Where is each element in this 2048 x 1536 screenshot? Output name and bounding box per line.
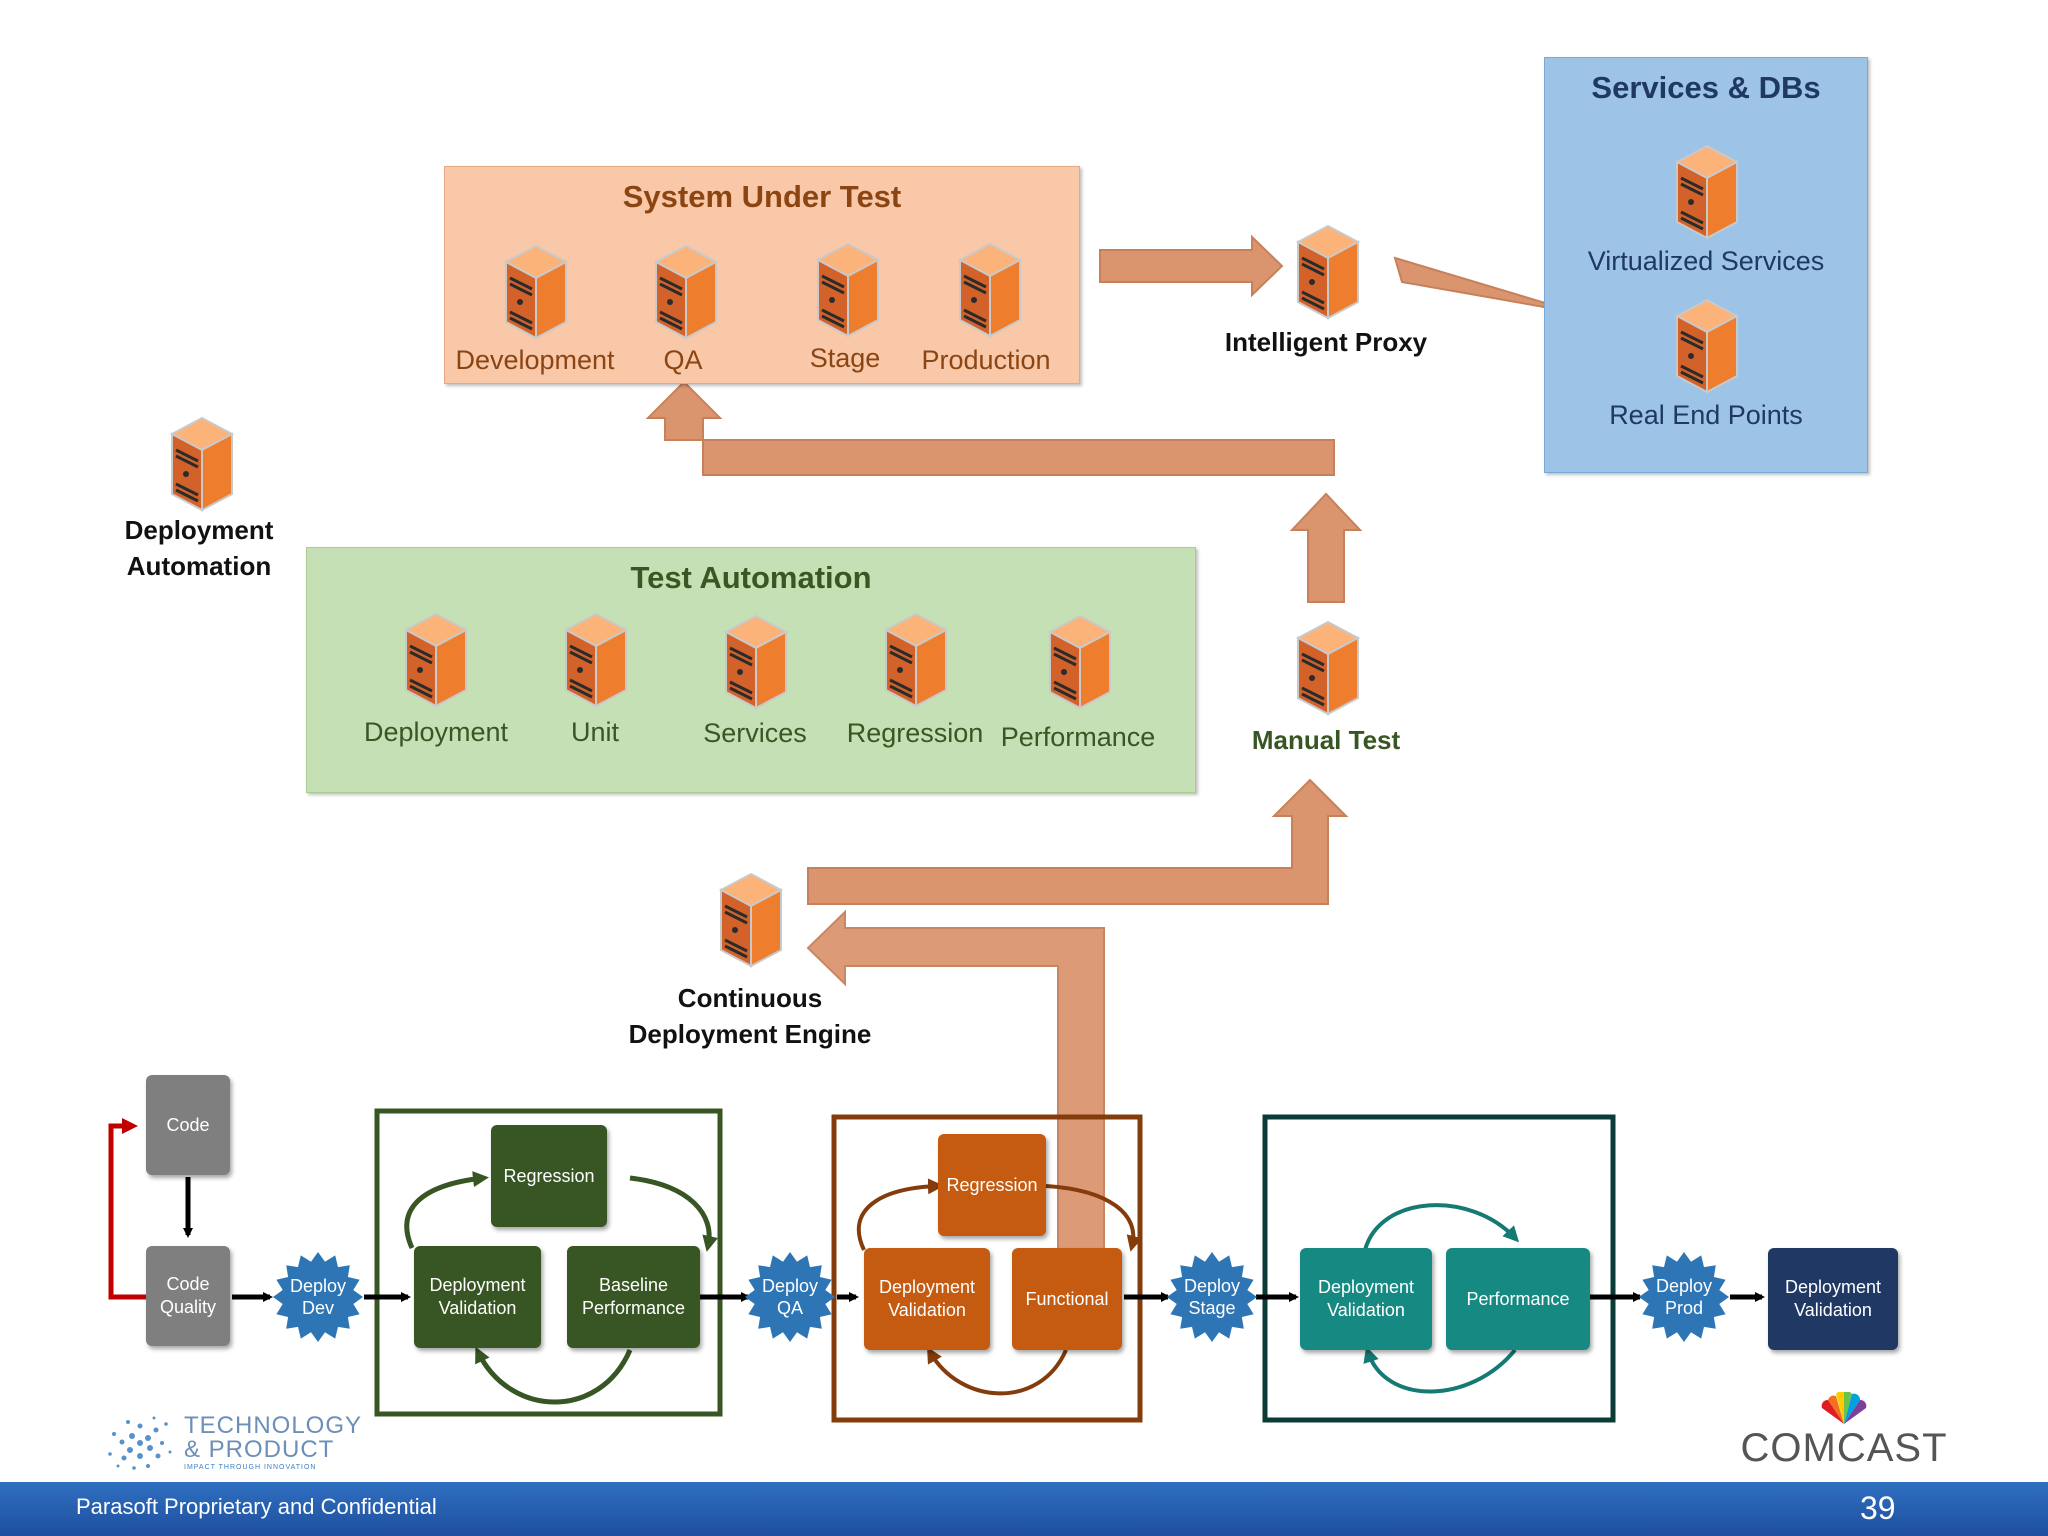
starburst-polygon [1639, 1252, 1729, 1342]
dev-curve-bottom [475, 1346, 633, 1405]
tp-tagline: IMPACT THROUGH INNOVATION [184, 1464, 317, 1471]
starburst-shape [1167, 1252, 1257, 1342]
server-icon [556, 604, 630, 712]
test-label-unit: Unit [570, 717, 620, 747]
stage-stage-frame [1262, 1114, 1616, 1423]
qa-deployment-validation-box[interactable]: Deployment Validation [864, 1248, 990, 1350]
comcast-logo: COMCAST [1732, 1392, 1956, 1472]
qa-curve-to-regression [856, 1178, 944, 1251]
intelligent-proxy-label: Intelligent Proxy [1224, 327, 1428, 357]
deploy-stage-label: Deploy Stage [1183, 1276, 1241, 1318]
sut-label-production: Production [921, 345, 1051, 375]
starburst-shape [1639, 1252, 1729, 1342]
arrow-manual-up [1289, 492, 1363, 603]
prod-deployment-validation-box[interactable]: Deployment Validation [1768, 1248, 1898, 1350]
peacock-icon [1821, 1392, 1867, 1424]
server-icon [1667, 290, 1741, 398]
stage-performance-box[interactable]: Performance [1446, 1248, 1590, 1350]
sut-label-development: Development [455, 345, 615, 375]
stage-curve-top [1363, 1203, 1520, 1251]
starburst-polygon [1167, 1252, 1257, 1342]
quality-loop-red-arrow [108, 1118, 147, 1300]
arrow-manual-to-qa [645, 380, 1335, 476]
qa-regression-box[interactable]: Regression [938, 1134, 1046, 1236]
panel-title: System Under Test [622, 179, 902, 214]
test-label-performance: Performance [1000, 722, 1156, 752]
server-icon [162, 408, 236, 516]
qa-curve-bottom [927, 1346, 1068, 1396]
dev-baseline-performance-box[interactable]: Baseline Performance [567, 1246, 700, 1348]
tp-line2: & PRODUCT [184, 1436, 335, 1463]
server-icon [711, 864, 785, 972]
dev-curve-to-baseline [629, 1175, 718, 1252]
server-icon [716, 606, 790, 714]
starburst-shape [273, 1252, 363, 1342]
deploy-qa-badge[interactable]: Deploy QA [744, 1251, 836, 1343]
qa-functional-box[interactable]: Functional [1012, 1248, 1122, 1350]
panel-title: Test Automation [630, 560, 872, 595]
manual-test-label: Manual Test [1251, 725, 1401, 755]
real-end-points-label: Real End Points [1609, 400, 1803, 430]
server-icon [1288, 612, 1362, 720]
comcast-wordmark: COMCAST [1740, 1426, 1948, 1470]
deploy-prod-badge[interactable]: Deploy Prod [1638, 1251, 1730, 1343]
page-number: 39 [1860, 1490, 1896, 1526]
starburst-polygon [273, 1252, 363, 1342]
stage-deployment-validation-box[interactable]: Deployment Validation [1300, 1248, 1432, 1350]
test-label-deployment: Deployment [363, 717, 509, 747]
server-icon [876, 604, 950, 712]
server-icon [950, 234, 1024, 342]
panel-title: Services & DBs [1591, 70, 1821, 105]
footer-text: Parasoft Proprietary and Confidential [76, 1494, 437, 1519]
code-box[interactable]: Code [146, 1075, 230, 1175]
server-icon [808, 234, 882, 342]
server-icon [646, 236, 720, 344]
deploy-dev-badge[interactable]: Deploy Dev [272, 1251, 364, 1343]
test-label-regression: Regression [846, 718, 984, 748]
starburst-shape [745, 1252, 835, 1342]
swirl-icon [108, 1416, 172, 1470]
sut-label-qa: QA [663, 345, 703, 375]
deploy-qa-label: Deploy QA [761, 1276, 819, 1318]
server-icon [496, 236, 570, 344]
qa-stage-frame [831, 1114, 1143, 1423]
sut-label-stage: Stage [809, 343, 881, 373]
virtualized-services-label: Virtualized Services [1587, 246, 1825, 276]
dev-deployment-validation-box[interactable]: Deployment Validation [414, 1246, 541, 1348]
dev-regression-box[interactable]: Regression [491, 1125, 607, 1227]
technology-product-logo: TECHNOLOGY & PRODUCT IMPACT THROUGH INNO… [100, 1410, 363, 1476]
services-dbs-panel: Services & DBs [1544, 57, 1868, 473]
dev-stage-frame [374, 1108, 723, 1417]
cd-engine-label: Continuous Deployment Engine [628, 983, 872, 1049]
tp-line1: TECHNOLOGY [184, 1412, 363, 1439]
server-icon [1667, 136, 1741, 244]
stage-curve-bottom [1363, 1346, 1517, 1394]
qa-curve-to-functional [1045, 1184, 1143, 1252]
deploy-dev-label: Deploy Dev [289, 1276, 347, 1318]
footer-bar: Parasoft Proprietary and Confidential 39 [0, 1482, 2048, 1536]
arrow-cd-to-manual [807, 778, 1349, 905]
server-icon [396, 604, 470, 712]
deploy-prod-label: Deploy Prod [1655, 1276, 1713, 1318]
test-label-services: Services [703, 718, 807, 748]
code-quality-box[interactable]: Code Quality [146, 1246, 230, 1346]
starburst-polygon [745, 1252, 835, 1342]
deploy-stage-badge[interactable]: Deploy Stage [1166, 1251, 1258, 1343]
server-icon [1040, 606, 1114, 714]
deployment-automation-label: Deployment Automation [124, 515, 274, 581]
dev-curve-to-regression [404, 1171, 489, 1250]
server-icon [1288, 216, 1362, 324]
arrow-sut-to-proxy [1099, 234, 1284, 298]
